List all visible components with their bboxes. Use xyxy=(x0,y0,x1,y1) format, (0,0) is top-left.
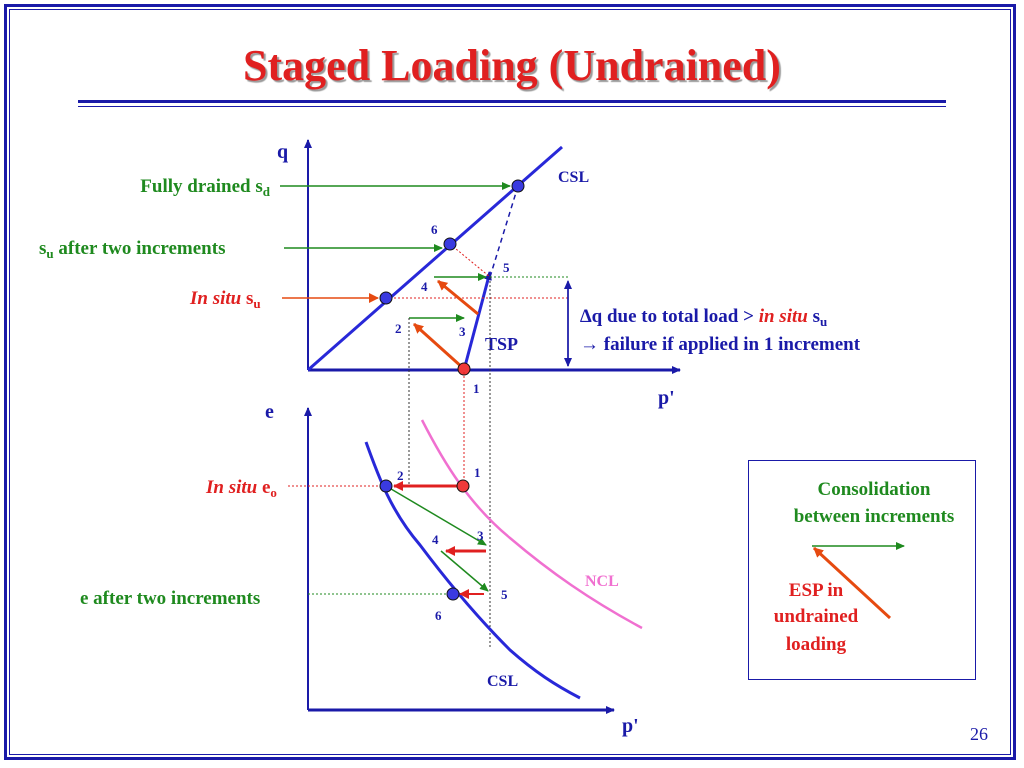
upper-p-axis-label: p' xyxy=(658,387,675,409)
upper-csl-label: CSL xyxy=(558,169,589,186)
legend-esp-line2: undrained xyxy=(774,606,859,627)
upper-q-axis-label: q xyxy=(277,141,288,163)
slide-title: Staged Loading (Undrained) xyxy=(243,41,781,90)
upper-point-1 xyxy=(457,362,471,376)
lower-point-1 xyxy=(456,479,470,493)
slide-inner-border xyxy=(9,9,1011,755)
page-number: 26 xyxy=(970,724,988,744)
upper-esp-arrow-3-4 xyxy=(437,279,479,316)
lower-point-label-1: 1 xyxy=(474,465,481,480)
slide-outer-border xyxy=(4,4,1016,760)
lower-point-label-4: 4 xyxy=(432,532,439,547)
lower-green-arrow-4-5 xyxy=(440,550,489,592)
upper-point-label-1: 1 xyxy=(473,381,480,396)
upper-point-drained xyxy=(511,179,525,193)
insitu-su-label: In situ su xyxy=(189,288,261,311)
dashed-drained-path xyxy=(489,185,519,278)
legend-consolidation-line1: Consolidation xyxy=(818,479,931,500)
ncl-curve xyxy=(420,419,643,630)
lower-point-label-3: 3 xyxy=(477,528,484,543)
failure-label: → failure if applied in 1 increment xyxy=(580,334,861,355)
legend-esp-line1: ESP in xyxy=(789,580,844,601)
upper-point-insitu xyxy=(379,291,393,305)
legend-esp-arrow xyxy=(812,546,892,620)
upper-point-label-5: 5 xyxy=(503,260,510,275)
title-underline-thin xyxy=(78,106,946,107)
upper-point-label-3: 3 xyxy=(459,324,466,339)
lower-csl-label: CSL xyxy=(487,673,518,690)
su-after-two-label: su after two increments xyxy=(39,238,225,261)
title-underline-thick xyxy=(78,100,946,103)
upper-csl-line xyxy=(307,145,563,372)
e-after-two-label: e after two increments xyxy=(80,588,260,609)
tsp-label: TSP xyxy=(485,334,518,354)
upper-dotted-6-to-5 xyxy=(449,243,491,278)
lower-e-axis-label: e xyxy=(265,401,274,423)
lower-point-label-5: 5 xyxy=(501,587,508,602)
insitu-e-label: In situ eo xyxy=(205,477,277,500)
upper-point-label-6: 6 xyxy=(431,222,438,237)
ncl-label: NCL xyxy=(585,573,619,590)
upper-point-6 xyxy=(443,237,457,251)
lower-point-label-6: 6 xyxy=(435,608,442,623)
lower-point-6 xyxy=(446,587,460,601)
delta-q-label: ∆q due to total load > in situ su xyxy=(580,306,827,329)
upper-point-label-2: 2 xyxy=(395,321,402,336)
lower-point-label-2: 2 xyxy=(397,468,404,483)
tsp-line xyxy=(462,271,492,371)
upper-esp-arrow-1-2 xyxy=(412,322,465,370)
fully-drained-label: Fully drained sd xyxy=(140,176,270,199)
lower-green-arrow-2-3 xyxy=(385,485,487,546)
lower-point-2 xyxy=(379,479,393,493)
legend-consolidation-line2: between increments xyxy=(794,506,955,527)
upper-point-label-4: 4 xyxy=(421,279,428,294)
legend-box xyxy=(748,460,976,680)
legend-esp-line3: loading xyxy=(786,634,847,655)
lower-p-axis-label: p' xyxy=(622,715,639,737)
